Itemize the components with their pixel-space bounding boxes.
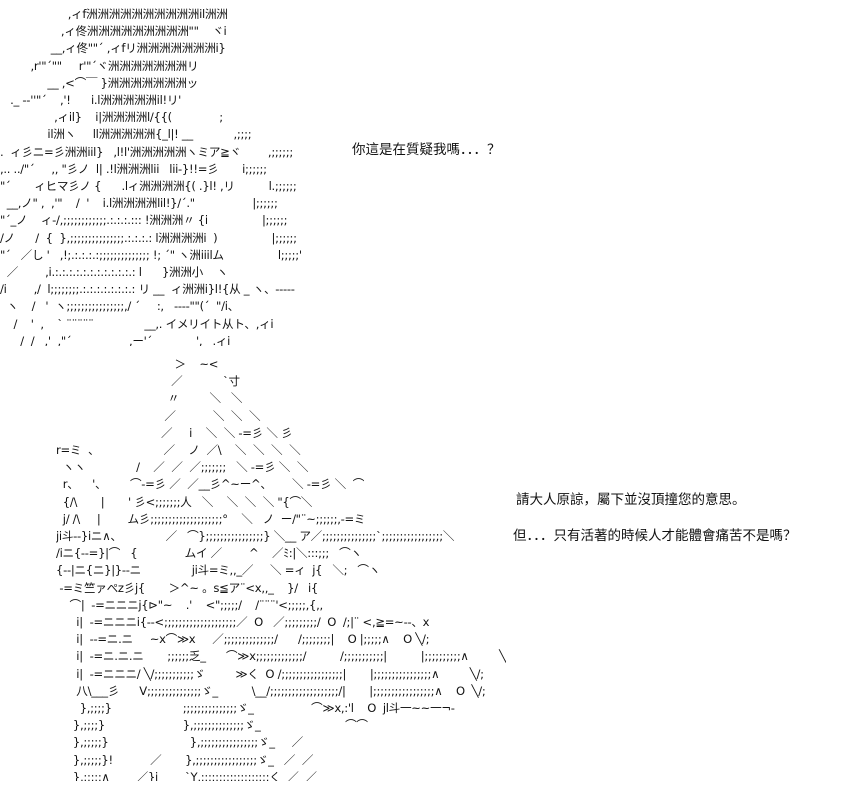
- ascii-art-figure-bottom: ＞ ~< ／ ˋ寸 〃 ＼ ＼ ／ ＼ ＼ ＼ ／ i: [56, 357, 506, 781]
- dialogue-line-2: 請大人原諒，屬下並沒頂撞您的意思。: [516, 492, 746, 508]
- ascii-art-figure-top: ,ィf洲洲洲洲洲洲洲洲洲洲il洲洲 ,ィ佟洲洲洲洲洲洲洲洲洲"" ヾi __,ィ…: [0, 7, 302, 346]
- ascii-art-top-panel: ,ィf洲洲洲洲洲洲洲洲洲洲il洲洲 ,ィ佟洲洲洲洲洲洲洲洲洲"" ヾi __,ィ…: [0, 6, 330, 346]
- dialogue-line-1: 你這是在質疑我嗎．．．？: [352, 142, 501, 158]
- dialogue-line-3: 但．．．只有活著的時候人才能體會痛苦不是嗎？: [513, 528, 797, 544]
- ascii-art-bottom-panel: ＞ ~< ／ ˋ寸 〃 ＼ ＼ ／ ＼ ＼ ＼ ／ i: [56, 356, 506, 781]
